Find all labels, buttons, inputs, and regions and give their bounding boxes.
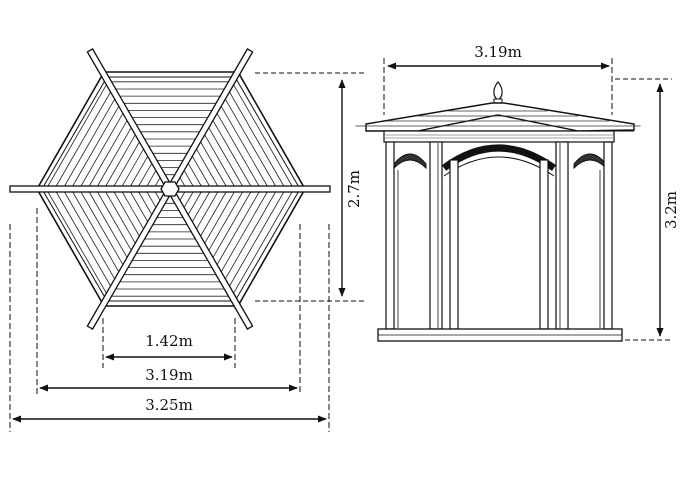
roof-slat [210, 117, 253, 190]
roof-slat [190, 188, 212, 225]
side-arch-left [393, 153, 427, 170]
roof-slat [223, 95, 278, 190]
roof-slat [190, 153, 212, 190]
elevation-height-dimension: 3.2m [615, 78, 680, 341]
central-arch [441, 144, 557, 177]
plan-depth-label: 2.7m [345, 170, 363, 208]
roof-slat [219, 103, 270, 190]
roof-slat [206, 124, 245, 190]
elevation-height-label: 3.2m [662, 191, 680, 229]
roof-slat [54, 88, 113, 190]
roof-slat [78, 188, 125, 268]
roof-slat [120, 188, 146, 233]
roof-slat [128, 188, 150, 225]
base-platform [377, 328, 623, 342]
roof-slat [194, 145, 220, 190]
plan-overall-label: 3.25m [145, 396, 193, 414]
roof-slat [186, 160, 204, 190]
roof-slat [70, 103, 121, 190]
roof-slat [87, 117, 130, 190]
roof-slat [198, 138, 229, 190]
posts [385, 141, 613, 330]
elevation-width-label: 3.19m [474, 43, 522, 61]
side-arch-right [573, 153, 607, 170]
roof-slat [206, 188, 245, 254]
roof-slat [45, 188, 109, 297]
roof-slat [111, 188, 142, 240]
roof-slat [103, 131, 138, 190]
roof-slat [194, 188, 220, 233]
plan-inner-width-label: 1.42m [145, 332, 193, 350]
roof-slat [54, 188, 113, 290]
roof-slat [136, 160, 154, 190]
roof-slat [186, 188, 204, 218]
roof-slat [215, 110, 262, 190]
roof-hub [160, 181, 180, 197]
roof-slat [70, 188, 121, 275]
roof-slat [120, 145, 146, 190]
plan-width-dimensions: 1.42m 3.19m 3.25m [12, 332, 327, 423]
plan-width-label: 3.19m [145, 366, 193, 384]
plan-depth-dimension: 2.7m [255, 72, 365, 302]
roof-slat [62, 188, 117, 283]
roof-slat [128, 153, 150, 190]
plan-view: 2.7m 1.42m 3.19m 3.25m [9, 48, 365, 432]
roof-slat [227, 88, 286, 190]
roof [355, 102, 641, 132]
elevation-width-dimension: 3.19m [383, 43, 613, 115]
fascia-beam [383, 130, 615, 143]
roof-slat [103, 188, 138, 247]
roof-slat [227, 188, 286, 290]
roof-slat [87, 188, 130, 261]
elevation-view: 3.19m [355, 43, 680, 342]
roof-slat [45, 81, 109, 190]
roof-slat [78, 110, 125, 190]
roof-slat [111, 138, 142, 190]
plan-extension-lines [9, 208, 330, 432]
roof-slat [198, 188, 229, 240]
roof-finial [493, 81, 503, 104]
roof-slat [210, 188, 253, 261]
roof-slat [95, 124, 134, 190]
roof-slat [95, 188, 134, 254]
roof-slat [202, 188, 237, 247]
roof-slat [202, 131, 237, 190]
roof-slat [62, 95, 117, 190]
roof-slat [231, 81, 295, 190]
roof-slats [45, 81, 295, 297]
roof-slat [223, 188, 278, 283]
roof-slat [136, 188, 154, 218]
roof-slat [215, 188, 262, 268]
roof-slat [219, 188, 270, 275]
roof-slat [231, 188, 295, 297]
